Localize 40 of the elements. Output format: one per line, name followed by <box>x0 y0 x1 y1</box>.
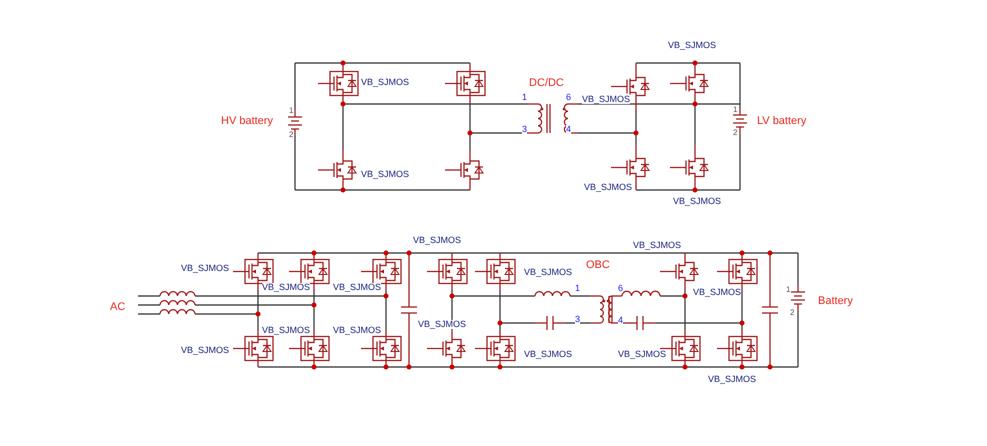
component-label: VB_SJMOS <box>584 183 632 192</box>
component-label: VB_SJMOS <box>708 375 756 384</box>
circuit-label: Battery <box>818 296 853 307</box>
component-label: VB_SJMOS <box>633 241 682 250</box>
pin-number: 1 <box>733 106 738 114</box>
component-label: VB_SJMOS <box>673 197 722 206</box>
component-label: VB_SJMOS <box>262 283 310 292</box>
component-label: VB_SJMOS <box>262 326 310 335</box>
pin-number: 2 <box>790 309 794 317</box>
component-label: VB_SJMOS <box>524 350 572 359</box>
component-label: VB_SJMOS <box>361 78 410 87</box>
circuit-label: AC <box>110 302 126 313</box>
component-label: VB_SJMOS <box>181 264 230 273</box>
component-label: VB_SJMOS <box>333 326 382 335</box>
pin-number: 1 <box>786 286 790 294</box>
pin-number: 2 <box>733 129 738 137</box>
pin-number: 4 <box>618 316 624 325</box>
component-label: VB_SJMOS <box>181 346 230 355</box>
pin-number: 1 <box>289 107 294 115</box>
pin-number: 3 <box>575 315 580 324</box>
circuit-label: LV battery <box>757 116 806 127</box>
component-label: VB_SJMOS <box>418 320 466 329</box>
pin-number: 1 <box>575 284 580 293</box>
circuit-label: OBC <box>586 260 610 271</box>
component-label: VB_SJMOS <box>618 350 666 359</box>
component-label: VB_SJMOS <box>582 95 630 104</box>
component-label: VB_SJMOS <box>524 268 572 277</box>
pin-number: 2 <box>289 131 294 139</box>
circuit-label: DC/DC <box>529 78 564 89</box>
component-label: VB_SJMOS <box>361 170 410 179</box>
pin-number: 6 <box>618 284 624 293</box>
component-label: VB_SJMOS <box>413 236 462 245</box>
pin-number: 6 <box>566 93 572 102</box>
component-label: VB_SJMOS <box>668 41 716 50</box>
circuit-label: HV battery <box>221 116 273 127</box>
pin-number: 4 <box>566 125 572 134</box>
pin-number: 3 <box>522 125 528 134</box>
pin-number: 1 <box>522 93 528 102</box>
component-label: VB_SJMOS <box>693 288 742 297</box>
component-label: VB_SJMOS <box>333 283 382 292</box>
